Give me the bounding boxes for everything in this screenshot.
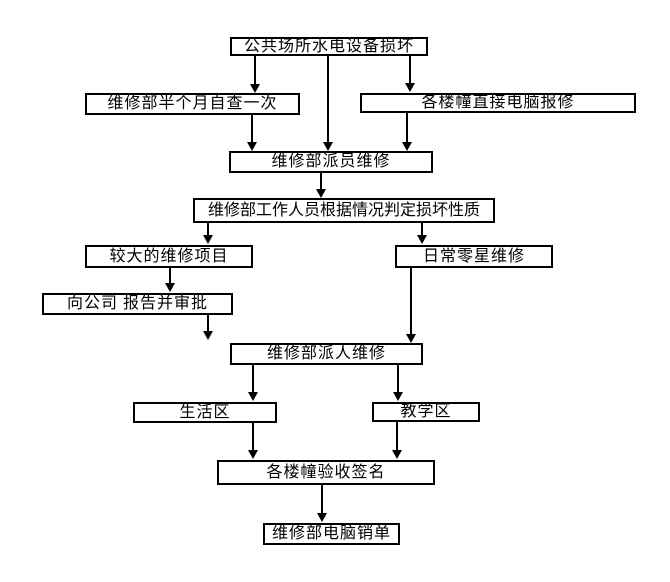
arrow-living-area-to-acceptance-sign: [252, 423, 254, 450]
arrow-computer-report-to-dispatch-staff: [406, 113, 408, 142]
arrow-report-approve-to-dispatch-repair: [207, 315, 209, 331]
arrow-damage-to-dispatch-staff: [327, 56, 329, 142]
arrow-teaching-area-to-acceptance-sign: [396, 422, 398, 450]
arrow-judge-to-daily-minor: [421, 223, 423, 235]
arrow-damage-to-self-check: [254, 56, 256, 84]
node-major-project: 较大的维修项目: [85, 245, 253, 268]
node-teaching-area: 教学区: [372, 402, 480, 422]
node-judge-nature: 维修部工作人员根据情况判定损坏性质: [193, 198, 495, 223]
arrow-dispatch-staff-to-judge: [320, 173, 322, 189]
arrow-acceptance-sign-to-computer-close: [321, 485, 323, 513]
node-damage: 公共场所水电设备损坏: [230, 37, 428, 56]
node-self-check: 维修部半个月自查一次: [85, 93, 300, 115]
arrow-major-project-to-report-approve: [169, 268, 171, 283]
arrow-dispatch-repair-to-teaching-area: [397, 365, 399, 392]
node-daily-minor: 日常零星维修: [395, 245, 553, 268]
arrow-dispatch-repair-to-living-area: [252, 365, 254, 392]
arrow-self-check-to-dispatch-staff: [251, 115, 253, 142]
node-computer-report: 各楼幢直接电脑报修: [360, 93, 636, 113]
arrow-damage-to-computer-report: [409, 56, 411, 83]
node-computer-close: 维修部电脑销单: [263, 523, 400, 545]
node-dispatch-staff: 维修部派员维修: [229, 151, 433, 173]
node-dispatch-repair: 维修部派人维修: [230, 343, 423, 365]
node-report-approve: 向公司 报告并审批: [42, 293, 233, 315]
arrow-judge-to-major-project: [207, 223, 209, 235]
node-living-area: 生活区: [133, 402, 277, 423]
node-acceptance-sign: 各楼幢验收签名: [217, 460, 435, 485]
arrow-daily-minor-to-dispatch-repair: [410, 268, 412, 334]
